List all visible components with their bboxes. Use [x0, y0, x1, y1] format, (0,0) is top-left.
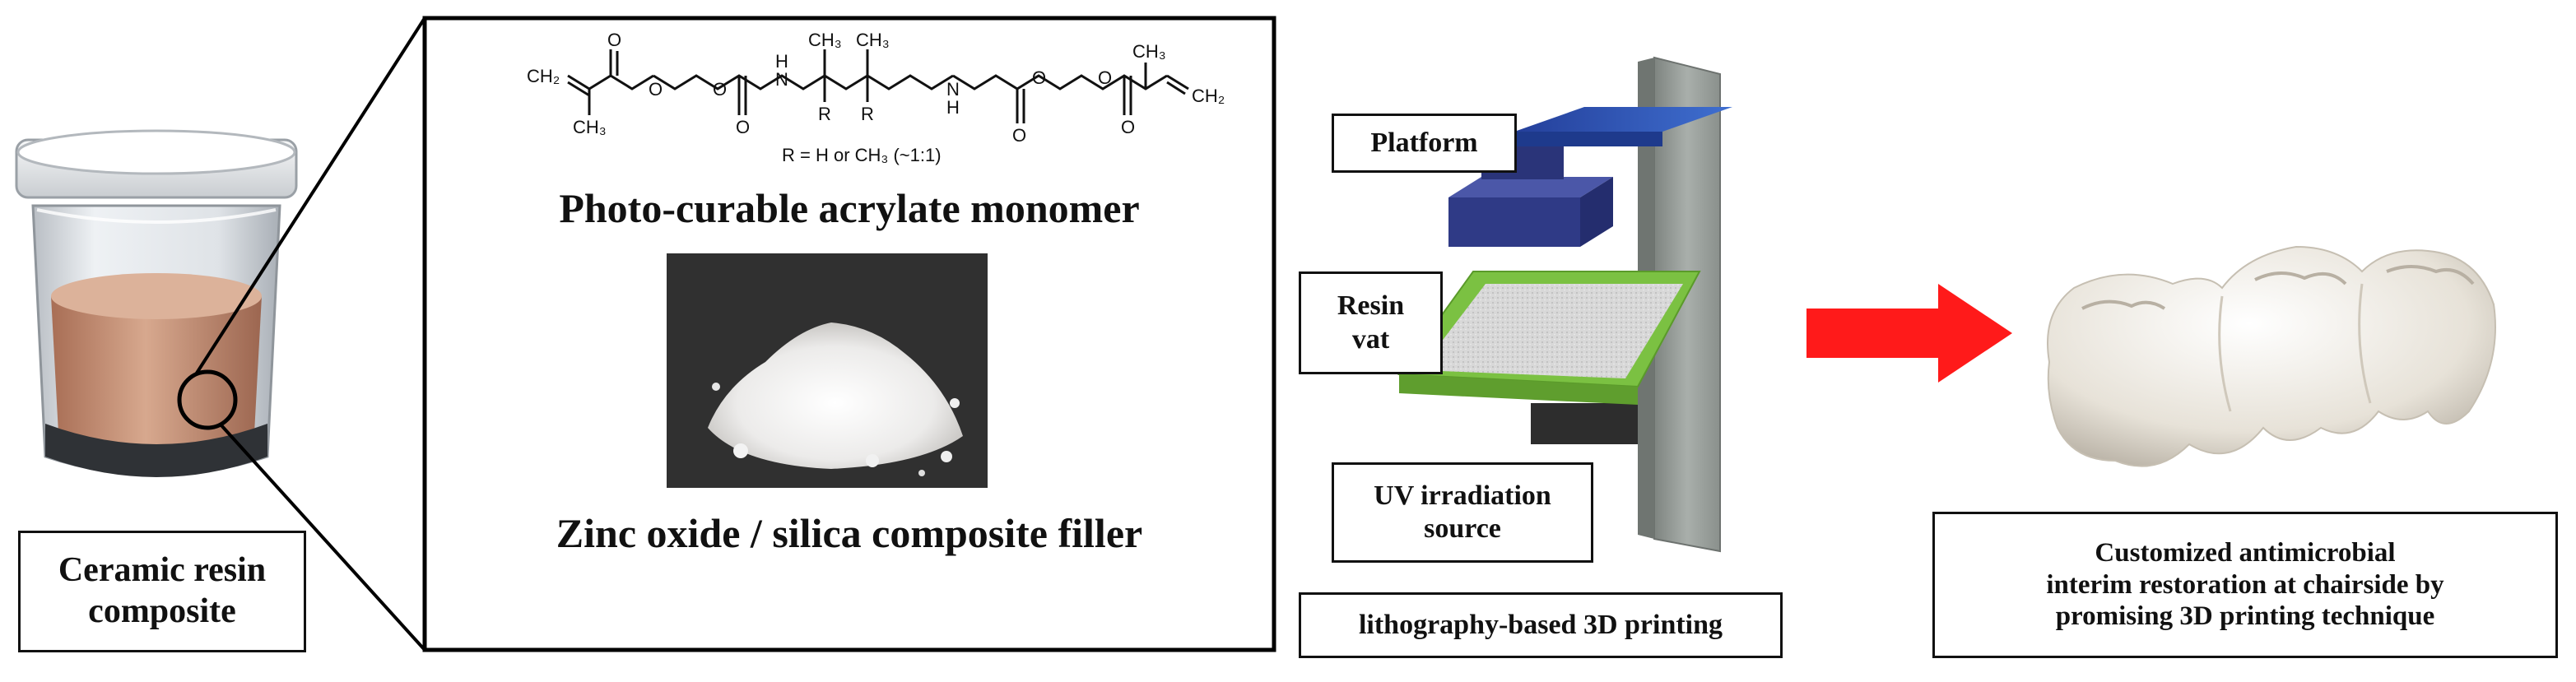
r-group-note: R = H or CH₃ (~1:1) — [782, 145, 942, 165]
resin-label-line-1: Resin — [1337, 290, 1405, 322]
atom-o-8: O — [1121, 117, 1135, 137]
magnifier-circle — [177, 369, 238, 430]
printing-caption: lithography-based 3D printing — [1299, 592, 1783, 658]
platform-label: Platform — [1332, 114, 1517, 173]
atom-o-5: O — [1012, 125, 1026, 146]
resin-label-line-2: vat — [1351, 323, 1390, 355]
atom-o-7: O — [1098, 67, 1112, 88]
atom-r-1: R — [818, 104, 831, 124]
ceramic-label-line-2: composite — [88, 592, 236, 630]
atom-ch2-left: CH₂ — [527, 66, 560, 86]
atom-o-3: O — [713, 79, 727, 100]
outcome-line-2: interim restoration at chairside by — [2046, 569, 2444, 600]
atom-n-left: N — [775, 69, 788, 90]
atom-ch3-mid-1: CH₃ — [808, 30, 842, 50]
build-platform-plate — [1514, 107, 1732, 132]
zoom-lines — [194, 16, 426, 652]
atom-ch3-right: CH₃ — [1132, 41, 1166, 62]
outcome-line-1: Customized antimicrobial — [2095, 537, 2396, 568]
uv-source-block — [1531, 403, 1638, 444]
atom-o-1: O — [607, 30, 621, 50]
atom-r-2: R — [861, 104, 874, 124]
printer-illustration — [1397, 56, 1732, 553]
printing-caption-text: lithography-based 3D printing — [1358, 609, 1723, 640]
monomer-structure — [567, 49, 1189, 123]
uv-label-line-1: UV irradiation — [1374, 480, 1551, 511]
uv-label-line-2: source — [1424, 513, 1501, 544]
platform-label-text: Platform — [1370, 127, 1478, 158]
monomer-title: Photo-curable acrylate monomer — [559, 185, 1139, 231]
outcome-line-3: promising 3D printing technique — [2055, 601, 2435, 632]
tooth-bridge-illustration — [2047, 245, 2496, 467]
atom-o-6: O — [1032, 67, 1046, 88]
ceramic-label-line-1: Ceramic resin — [58, 551, 267, 590]
process-arrow — [1806, 284, 2012, 383]
monomer-atom-labels: CH₂ CH₃ O O O O H N CH₃ CH₃ R R N H O O … — [527, 30, 1225, 165]
atom-n-right: N — [946, 79, 960, 100]
atom-ch3-mid-2: CH₃ — [856, 30, 890, 50]
filler-title: Zinc oxide / silica composite filler — [556, 510, 1142, 556]
atom-ch3-left: CH₃ — [573, 117, 607, 137]
atom-h-right: H — [946, 97, 960, 118]
atom-o-2: O — [649, 79, 663, 100]
build-head — [1448, 177, 1613, 197]
zinc-oxide-powder-photo — [667, 253, 988, 488]
resin-cup-illustration — [15, 129, 298, 477]
atom-ch2-right: CH₂ — [1192, 86, 1225, 106]
atom-o-4: O — [736, 117, 750, 137]
atom-h-left: H — [775, 51, 788, 72]
